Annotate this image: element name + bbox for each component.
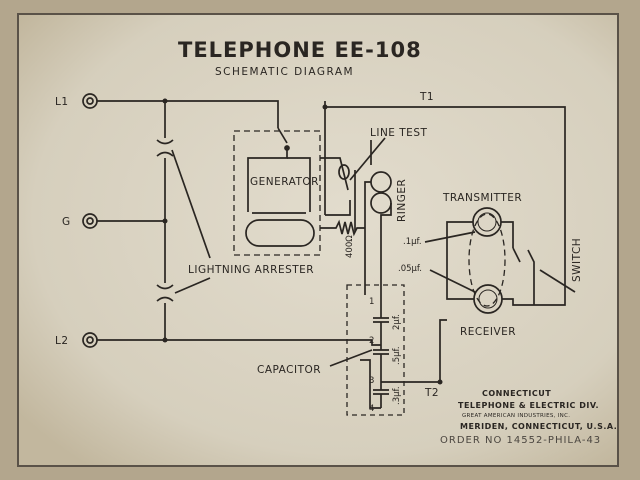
handset-switch bbox=[512, 247, 535, 305]
generator-wire-right bbox=[287, 157, 311, 212]
cap-terminal-1: 1 bbox=[369, 297, 374, 307]
subtitle: SCHEMATIC DIAGRAM bbox=[215, 66, 354, 78]
junction-g bbox=[162, 218, 168, 224]
terminal-l1-center bbox=[86, 97, 94, 105]
capacitor-label: CAPACITOR bbox=[257, 364, 321, 376]
handset-wire-receiver bbox=[502, 298, 520, 306]
generator-contact-blade bbox=[277, 127, 288, 144]
wire-l1 bbox=[97, 100, 279, 128]
t2-to-handset bbox=[439, 319, 447, 330]
resistor-400 bbox=[320, 219, 365, 237]
ringer-wire-right bbox=[380, 203, 392, 295]
terminal-t1-label: T1 bbox=[419, 91, 434, 103]
terminal-l2-center bbox=[86, 336, 94, 344]
line-test-label: LINE TEST bbox=[370, 127, 427, 139]
lightning-arrester-bottom bbox=[156, 284, 174, 302]
handset-wire-transmitter bbox=[501, 221, 514, 248]
cap-terminal-3: 3 bbox=[369, 376, 374, 386]
cap-5-label: .5μf. bbox=[392, 346, 402, 365]
company-line1: CONNECTICUT bbox=[482, 389, 551, 398]
junction-t1 bbox=[322, 104, 328, 110]
lightning-arrester-top bbox=[156, 139, 174, 157]
resistor-label: 400Ω bbox=[345, 235, 355, 258]
company-line4: MERIDEN, CONNECTICUT, U.S.A. bbox=[460, 422, 617, 431]
junction-l1 bbox=[162, 98, 168, 104]
label-plate bbox=[17, 13, 619, 467]
generator-enclosure bbox=[233, 130, 321, 256]
capacitor-2uf bbox=[373, 295, 389, 345]
junction-t2 bbox=[437, 379, 443, 385]
cap-2-label: 2μf. bbox=[392, 314, 402, 330]
line-test-pointer bbox=[349, 137, 386, 181]
terminal-g-label: G bbox=[62, 216, 71, 228]
handset-wire-left bbox=[446, 221, 474, 300]
ringer-label: RINGER bbox=[396, 179, 408, 222]
cap-05-label: .05μf. bbox=[398, 264, 422, 274]
cap-terminal-2: 2 bbox=[369, 336, 374, 346]
capacitor-block bbox=[346, 284, 405, 416]
capacitor-pointer bbox=[329, 349, 373, 367]
handset-outline bbox=[468, 213, 506, 307]
cap-01-label: .1μf. bbox=[403, 237, 422, 247]
capacitor-03uf bbox=[373, 382, 389, 408]
company-line2: TELEPHONE & ELECTRIC DIV. bbox=[458, 401, 599, 410]
generator-armature bbox=[245, 219, 315, 247]
line-test-button bbox=[338, 164, 350, 180]
terminal-t2-label: T2 bbox=[424, 387, 439, 399]
arrester-pointer-bottom bbox=[174, 277, 211, 294]
junction-l2 bbox=[162, 337, 168, 343]
order-number: ORDER NO 14552-PHILA-43 bbox=[440, 435, 601, 446]
switch-label: SWITCH bbox=[571, 238, 583, 282]
title: TELEPHONE EE-108 bbox=[178, 38, 422, 62]
switch-pointer bbox=[539, 269, 576, 293]
lightning-arrester-label: LIGHTNING ARRESTER bbox=[188, 264, 314, 276]
capacitor-05uf bbox=[373, 345, 389, 382]
wire-t1 bbox=[325, 106, 566, 306]
capacitor-tap-4 bbox=[360, 359, 381, 409]
line-test-return bbox=[325, 200, 351, 216]
terminal-g-center bbox=[86, 217, 94, 225]
ringer-wire-left bbox=[364, 181, 371, 295]
cap-01-pointer bbox=[424, 231, 476, 243]
company-line3: GREAT AMERICAN INDUSTRIES, INC. bbox=[462, 413, 570, 419]
cap-3-label: .3μf. bbox=[392, 386, 402, 405]
capacitor-tap-2 bbox=[371, 340, 381, 346]
generator-wire-left bbox=[247, 150, 288, 212]
receiver-label: RECEIVER bbox=[460, 326, 516, 338]
generator-label: GENERATOR bbox=[250, 176, 319, 188]
transmitter-label: TRANSMITTER bbox=[442, 192, 522, 204]
transmitter-inner bbox=[477, 212, 497, 232]
arrester-pointer-top bbox=[171, 149, 211, 259]
terminal-l2-label: L2 bbox=[55, 335, 69, 347]
generator-contact-point bbox=[284, 145, 290, 151]
terminal-l1-label: L1 bbox=[55, 96, 69, 108]
cap-05-pointer bbox=[429, 269, 476, 293]
cap-terminal-4: 4 bbox=[369, 404, 374, 414]
